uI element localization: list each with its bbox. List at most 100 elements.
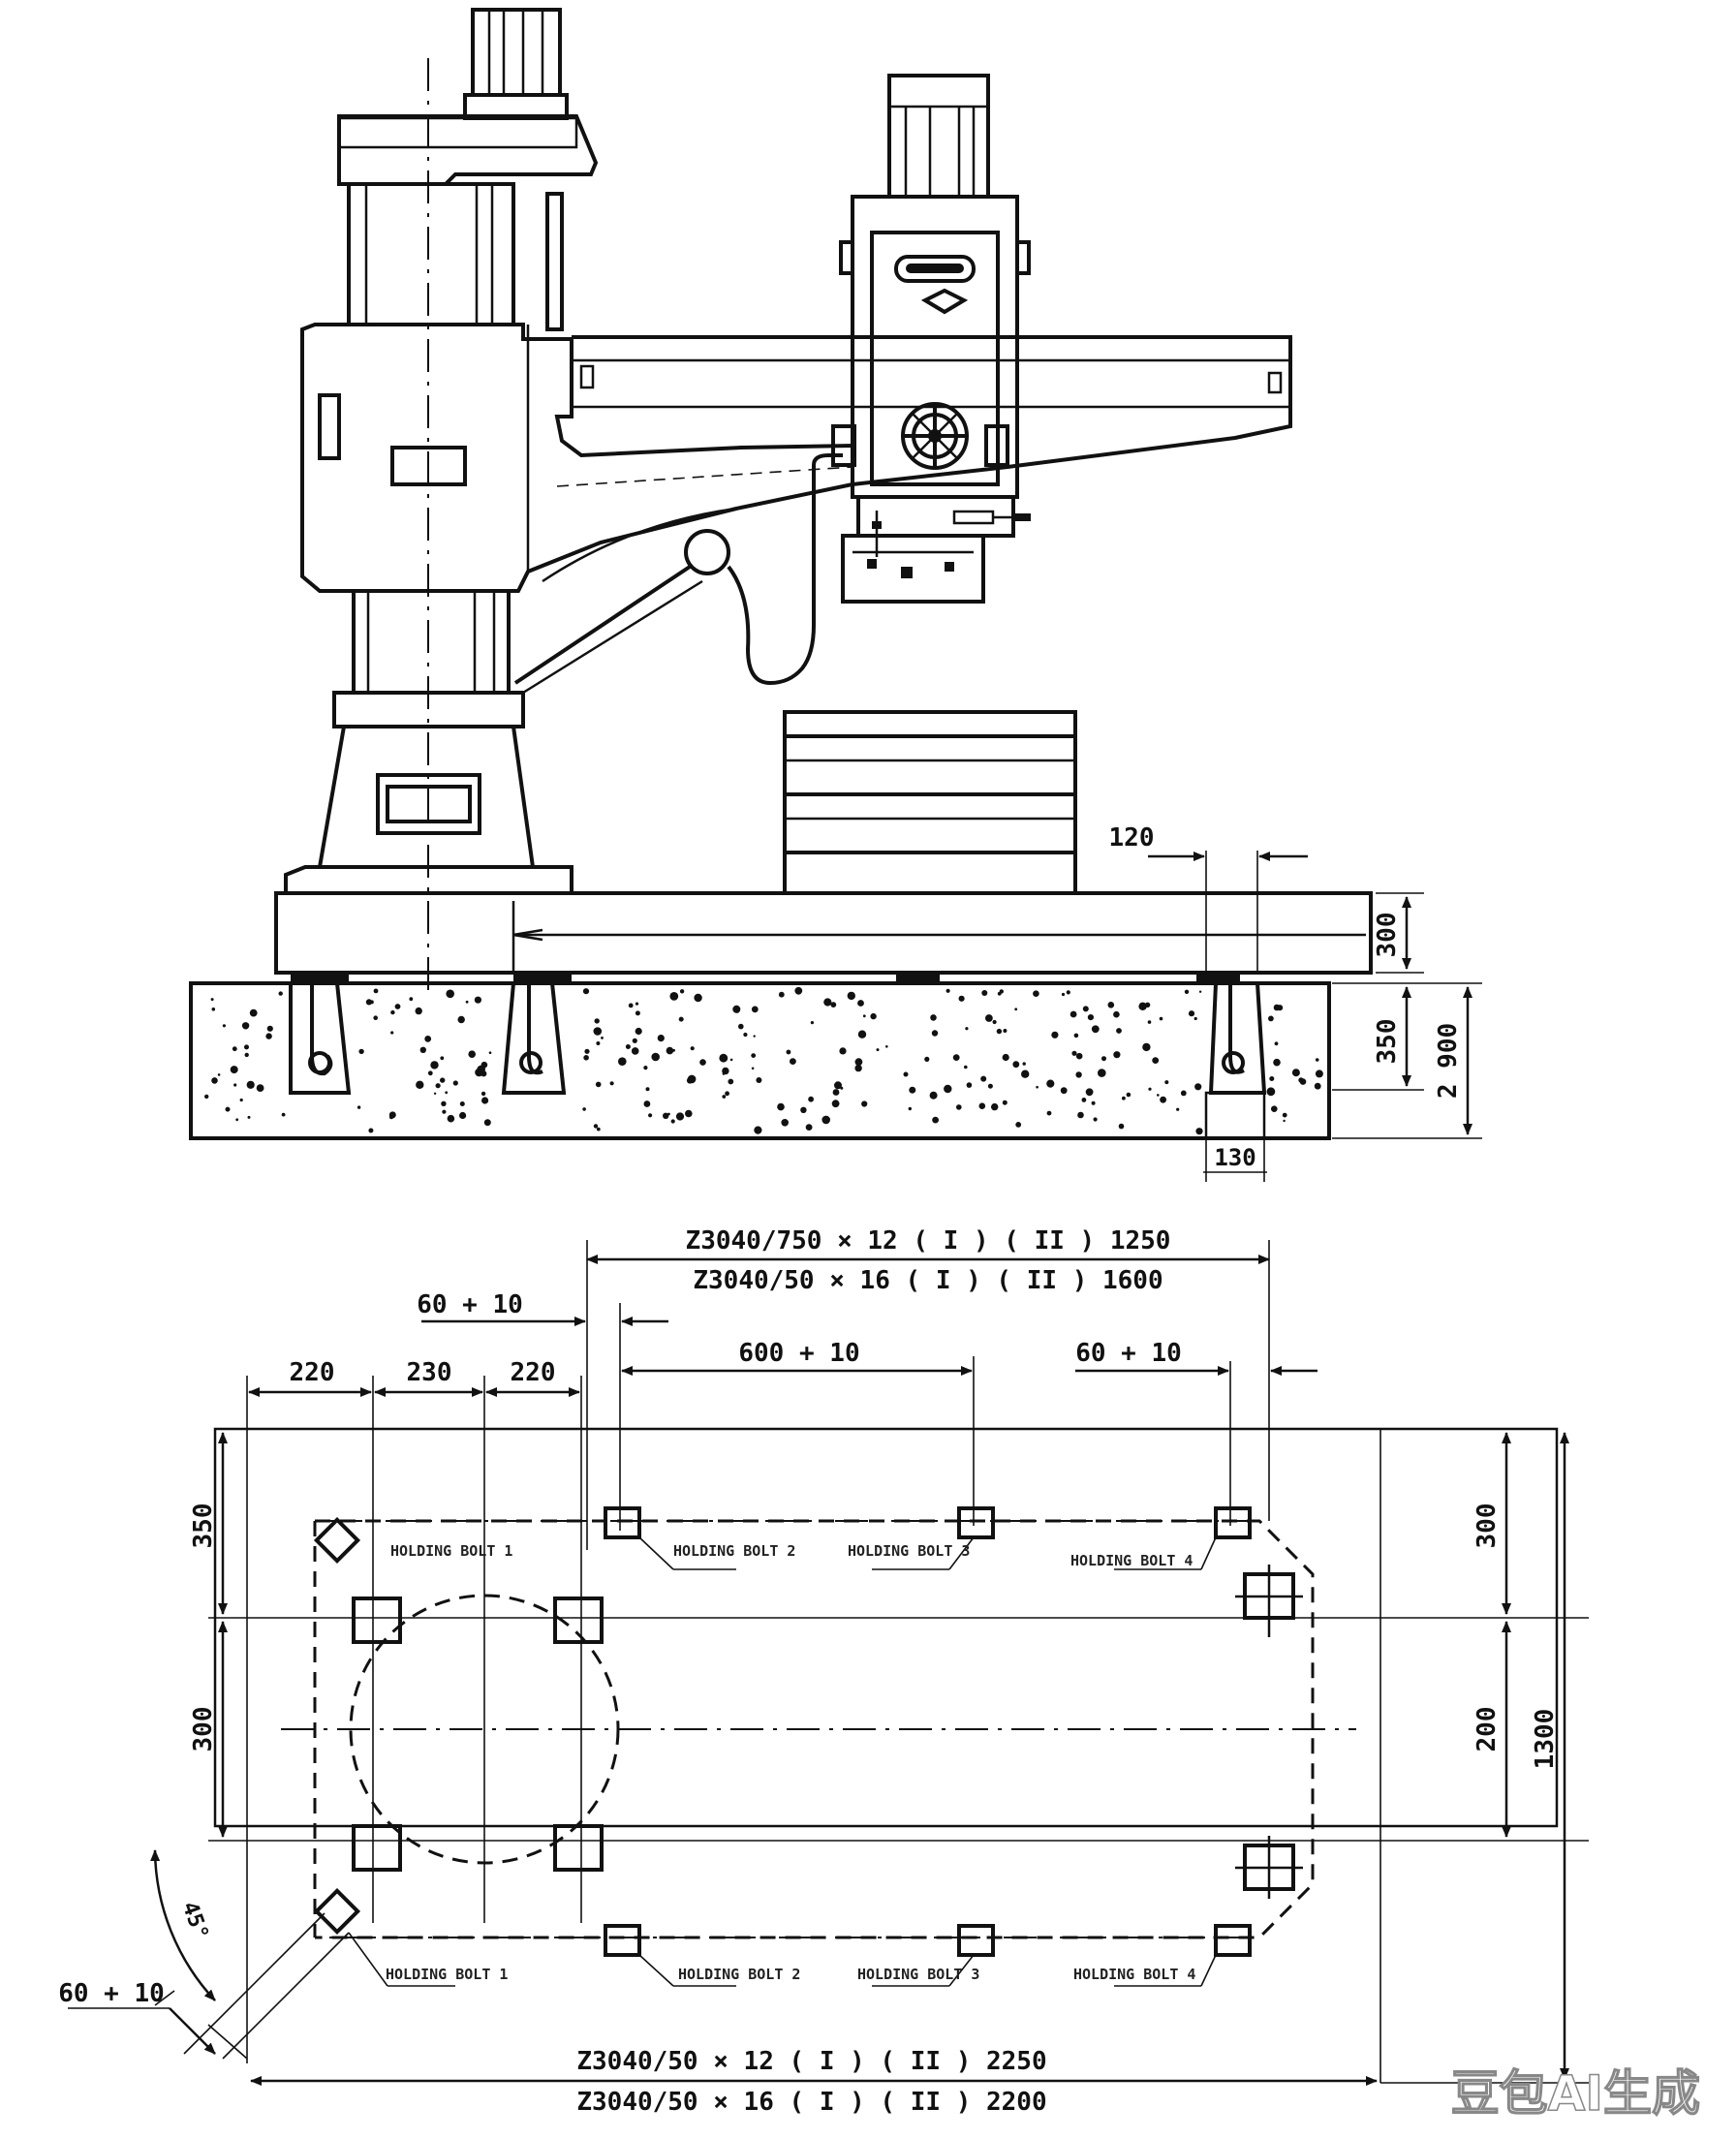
aggregate-speck	[847, 991, 855, 1001]
aggregate-speck	[635, 1027, 642, 1036]
aggregate-speck	[1051, 1031, 1059, 1038]
aggregate-speck	[645, 1087, 650, 1092]
right-dim-2: 200	[1472, 1707, 1502, 1752]
bolt-hole	[553, 1824, 604, 1872]
aggregate-speck	[1033, 990, 1039, 997]
aggregate-speck	[424, 1036, 432, 1042]
aggregate-speck	[595, 1081, 602, 1088]
aggregate-speck	[966, 1082, 973, 1088]
aggregate-speck	[832, 1089, 840, 1096]
aggregate-speck	[743, 1032, 748, 1038]
aggregate-speck	[583, 1055, 589, 1061]
base-outline	[315, 1519, 1315, 1939]
aggregate-speck	[1188, 1010, 1195, 1017]
aggregate-speck	[990, 1102, 999, 1111]
aggregate-speck	[477, 1065, 486, 1074]
hole-label-bottom-2: HOLDING BOLT 2	[678, 1966, 800, 1983]
aggregate-speck	[1198, 990, 1202, 993]
aggregate-speck	[980, 1075, 987, 1082]
aggregate-speck	[1046, 1079, 1055, 1088]
aggregate-speck	[929, 1091, 938, 1100]
drill-side-view: 120 300 350 2 900 130	[189, 8, 1482, 1182]
aggregate-speck	[1266, 1087, 1276, 1097]
aggregate-speck	[1298, 1077, 1304, 1083]
top-span-line-2: Z3040/50 × 16 ( I ) ( II ) 1600	[693, 1266, 1162, 1295]
aggregate-speck	[830, 1002, 837, 1008]
column-top	[337, 8, 599, 186]
work-table	[783, 710, 1077, 895]
aggregate-speck	[278, 991, 283, 996]
aggregate-speck	[483, 1119, 491, 1127]
bottom-span-line-2: Z3040/50 × 16 ( I ) ( II ) 2200	[576, 2088, 1046, 2117]
aggregate-speck	[1164, 1080, 1169, 1085]
bolt-hole	[1214, 1506, 1252, 1539]
aggregate-speck	[643, 1066, 648, 1070]
aggregate-speck	[388, 1115, 394, 1120]
aggregate-speck	[1194, 1016, 1197, 1021]
aggregate-speck	[786, 1049, 791, 1055]
aggregate-speck	[996, 1028, 1003, 1035]
hole-label-bottom-3: HOLDING BOLT 3	[857, 1966, 979, 1983]
aggregate-speck	[217, 1073, 221, 1076]
aggregate-speck	[839, 1047, 847, 1055]
aggregate-speck	[1273, 1058, 1281, 1067]
col-dim-1: 220	[290, 1358, 335, 1387]
aggregate-speck	[777, 1102, 785, 1111]
aggregate-speck	[249, 1008, 258, 1017]
aggregate-speck	[854, 1064, 862, 1072]
aggregate-speck	[358, 1048, 364, 1055]
aggregate-speck	[908, 1106, 912, 1111]
hole-label-top-4: HOLDING BOLT 4	[1070, 1552, 1193, 1569]
plan-top-dimensions: Z3040/750 × 12 ( I ) ( II ) 1250 Z3040/5…	[248, 1226, 1318, 1397]
aggregate-speck	[1082, 1006, 1089, 1012]
aggregate-speck	[1138, 1002, 1147, 1011]
aggregate-speck	[836, 1081, 839, 1085]
plan-bottom-dimensions: Z3040/50 × 12 ( I ) ( II ) 2250 Z3040/50…	[250, 2047, 1378, 2117]
aggregate-speck	[244, 1044, 249, 1050]
aggregate-speck	[753, 1035, 756, 1038]
aggregate-speck	[1093, 1117, 1098, 1122]
aggregate-speck	[459, 1111, 467, 1120]
aggregate-speck	[728, 1078, 734, 1085]
bolt-hole	[313, 1516, 361, 1565]
aggregate-speck	[903, 1071, 909, 1077]
aggregate-speck	[1113, 1010, 1120, 1018]
aggregate-speck	[210, 998, 214, 1002]
aggregate-speck	[442, 1109, 447, 1114]
aggregate-speck	[1291, 1069, 1300, 1077]
aggregate-speck	[468, 1050, 477, 1058]
aggregate-speck	[465, 1000, 469, 1004]
aggregate-speck	[452, 1080, 458, 1086]
aggregate-speck	[666, 1046, 674, 1055]
aggregate-speck	[241, 1022, 250, 1030]
aggregate-speck	[430, 1061, 439, 1070]
dim-offset-diag: 60 + 10	[58, 1979, 165, 2008]
aggregate-speck	[932, 1116, 939, 1124]
aggregate-speck	[211, 1077, 218, 1084]
aggregate-speck	[1077, 1111, 1084, 1119]
anchor-bolt-left	[289, 982, 352, 1095]
aggregate-speck	[445, 1091, 449, 1095]
aggregate-speck	[672, 1048, 675, 1052]
aggregate-speck	[719, 1053, 728, 1063]
hole-label-top-2: HOLDING BOLT 2	[673, 1542, 795, 1560]
left-dim-2: 300	[189, 1707, 218, 1752]
aggregate-speck	[474, 996, 481, 1004]
plan-left-dimensions: 350 300	[189, 1432, 228, 1838]
aggregate-speck	[1075, 1071, 1082, 1078]
aggregate-speck	[265, 1033, 272, 1039]
bolt-holes	[313, 1506, 1303, 1957]
col-dim-2: 230	[407, 1358, 452, 1387]
dim-base-height: 300	[1373, 913, 1402, 958]
aggregate-speck	[857, 1030, 867, 1038]
aggregate-speck	[394, 1004, 401, 1009]
aggregate-speck	[609, 1081, 614, 1086]
aggregate-speck	[808, 1096, 814, 1102]
aggregate-speck	[459, 1101, 465, 1106]
anchor-bolt-right	[1208, 982, 1267, 1095]
aggregate-speck	[1122, 1096, 1126, 1100]
aggregate-speck	[1274, 1041, 1279, 1046]
plan-right-dimensions: 300 200 1300	[1380, 1432, 1589, 2084]
hole-label-top-1: HOLDING BOLT 1	[390, 1542, 512, 1560]
